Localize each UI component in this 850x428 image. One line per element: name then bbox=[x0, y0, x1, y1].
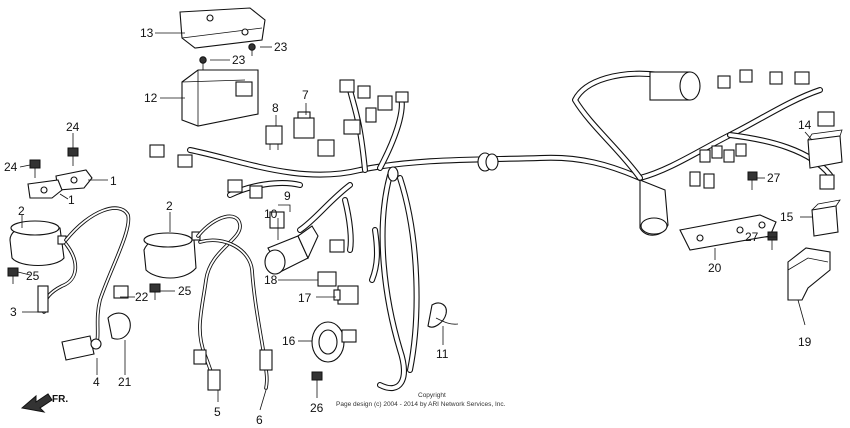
callout-25-center: 25 bbox=[178, 284, 192, 298]
part-socket-9 bbox=[269, 211, 285, 229]
callout-21: 21 bbox=[118, 375, 132, 389]
callout-4: 4 bbox=[93, 375, 100, 389]
part-ignition-coil-left bbox=[9, 220, 67, 267]
callout-24-left: 24 bbox=[4, 160, 18, 174]
callout-numbers: 13 23 23 12 7 8 9 10 18 17 16 26 11 3 4 … bbox=[4, 26, 812, 427]
bolt-24-left bbox=[29, 159, 41, 178]
bolt-23-upper bbox=[248, 43, 256, 56]
part-unit-14 bbox=[807, 129, 843, 169]
callout-7: 7 bbox=[302, 88, 309, 102]
part-cover bbox=[179, 7, 266, 49]
callout-25-left: 25 bbox=[26, 269, 40, 283]
part-stay-21 bbox=[107, 312, 131, 340]
part-relay-15 bbox=[811, 199, 841, 237]
callout-16: 16 bbox=[282, 334, 296, 348]
bolt-26 bbox=[311, 371, 323, 390]
bolt-25-center bbox=[149, 283, 161, 300]
callout-22: 22 bbox=[135, 290, 149, 304]
callout-27-lower: 27 bbox=[745, 230, 759, 244]
copyright-line-2: Page design (c) 2004 - 2014 by ARI Netwo… bbox=[336, 401, 506, 408]
callout-2-left: 2 bbox=[18, 204, 25, 218]
part-horn-16 bbox=[311, 321, 357, 363]
callout-10: 10 bbox=[264, 207, 278, 221]
bolt-23-lower bbox=[199, 56, 207, 70]
callout-12: 12 bbox=[144, 91, 158, 105]
part-clamp-1-lower bbox=[27, 179, 63, 199]
part-bracket-19 bbox=[787, 247, 831, 301]
bolt-27-upper bbox=[747, 171, 758, 190]
callout-13: 13 bbox=[140, 26, 154, 40]
callout-3: 3 bbox=[10, 305, 17, 319]
part-relay-7 bbox=[293, 111, 315, 139]
callout-23-lower: 23 bbox=[232, 53, 246, 67]
part-plug-cord-3 bbox=[37, 206, 131, 347]
callout-15: 15 bbox=[780, 210, 794, 224]
callout-23-upper: 23 bbox=[274, 40, 288, 54]
part-clamp-1-upper bbox=[55, 169, 93, 191]
part-relay-8 bbox=[265, 125, 283, 150]
leader-lines bbox=[17, 32, 813, 411]
part-box bbox=[181, 69, 259, 127]
callout-17: 17 bbox=[298, 291, 312, 305]
part-plug-cord-5-6 bbox=[193, 214, 273, 391]
bolt-27-lower bbox=[767, 231, 778, 250]
callout-8: 8 bbox=[272, 101, 279, 115]
part-clip-22 bbox=[113, 285, 129, 299]
bolt-24-top bbox=[67, 147, 79, 166]
callout-20: 20 bbox=[708, 261, 722, 275]
part-boot-10 bbox=[264, 225, 319, 275]
part-relay-17 bbox=[333, 285, 359, 305]
callout-2-center: 2 bbox=[166, 199, 173, 213]
callout-1-upper: 1 bbox=[110, 174, 117, 188]
bolt-25-left bbox=[7, 267, 19, 284]
callout-11: 11 bbox=[436, 347, 449, 361]
part-plug-cap-4 bbox=[61, 335, 102, 361]
part-ignition-coil-center bbox=[143, 231, 201, 279]
callout-1-lower: 1 bbox=[68, 193, 75, 207]
callout-9: 9 bbox=[284, 189, 291, 203]
front-direction-arrow: FR. bbox=[20, 393, 68, 413]
callout-19: 19 bbox=[798, 335, 812, 349]
part-stay-20 bbox=[679, 214, 777, 251]
copyright-line-1: Copyright bbox=[418, 392, 446, 399]
callout-18: 18 bbox=[264, 273, 278, 287]
callout-24-top: 24 bbox=[66, 120, 80, 134]
callout-6: 6 bbox=[256, 413, 263, 427]
main-wire-harness bbox=[149, 69, 835, 392]
front-direction-label: FR. bbox=[52, 394, 68, 405]
callout-26: 26 bbox=[310, 401, 324, 415]
callout-27-upper: 27 bbox=[767, 171, 781, 185]
part-band-11 bbox=[427, 302, 459, 328]
callout-5: 5 bbox=[214, 405, 221, 419]
callout-14: 14 bbox=[798, 118, 812, 132]
part-connector-18 bbox=[317, 271, 337, 287]
